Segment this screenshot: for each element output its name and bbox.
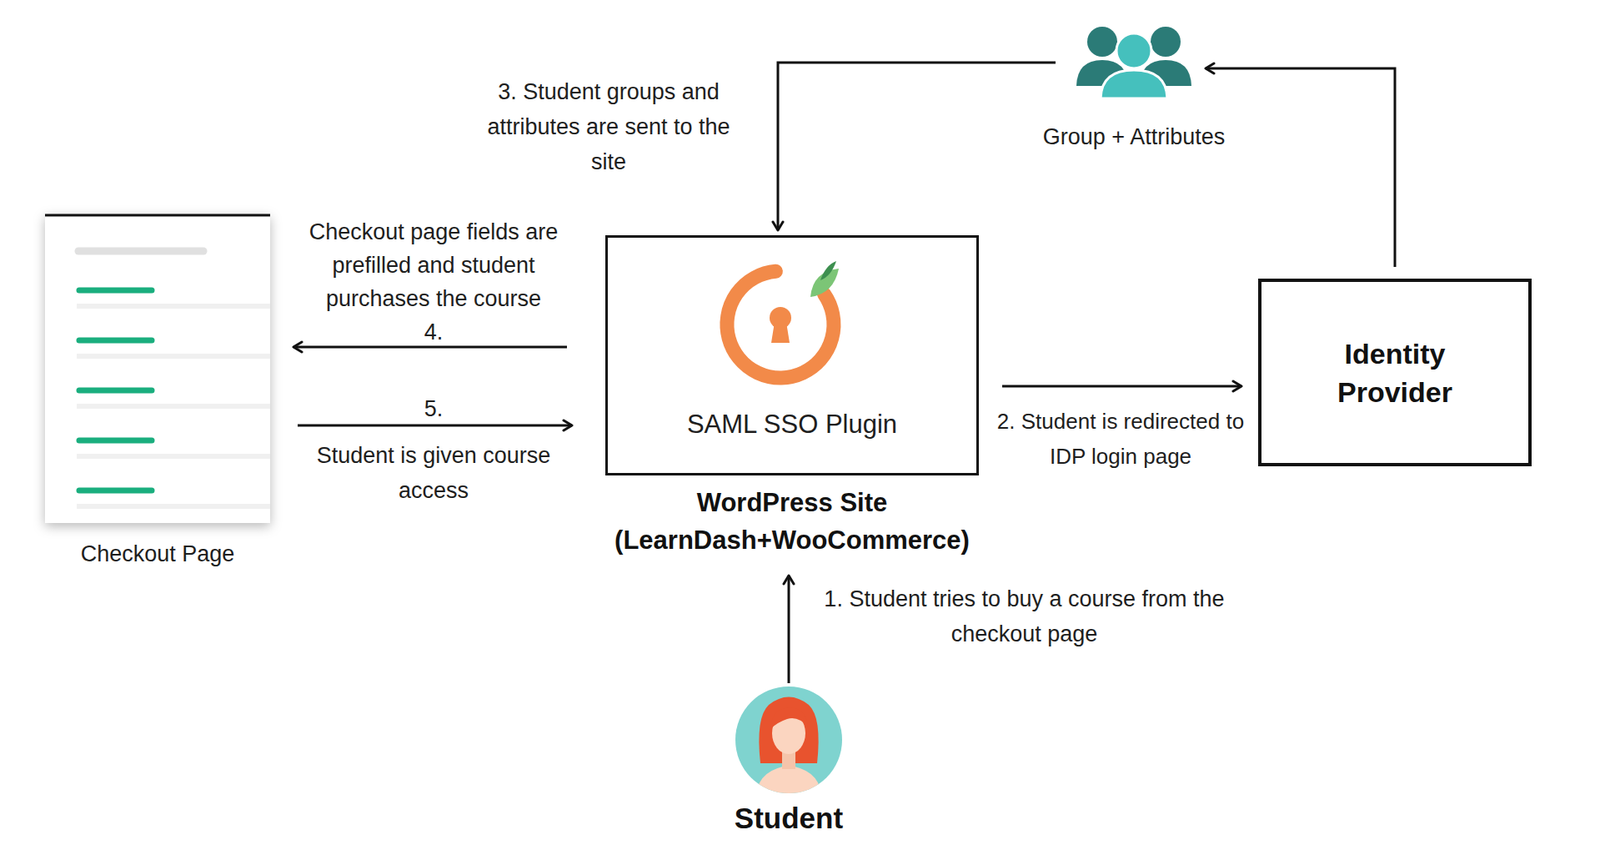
edge-label: 2. Student is redirected to IDP login pa… [985,403,1256,474]
step-number: 4. [400,321,467,344]
flow-arrow [297,424,572,427]
node-label: Group + Attributes [1025,122,1243,151]
flow-arrow [1002,385,1242,388]
sso-plugin: SAML SSO PluginWordPress Site (LearnDash… [605,235,979,559]
flow-arrow [787,575,791,683]
people-icon [1076,26,1192,99]
flow-arrow [293,346,567,349]
node-label: Student [722,800,856,836]
step-number: 5. [400,397,467,421]
node-heading: WordPress Site (LearnDash+WooCommerce) [563,483,1021,559]
checkout-sheet [45,214,271,523]
step-note: Student is given course access [291,437,576,508]
flow-arrow [777,62,1056,231]
plugin-box: SAML SSO Plugin [605,235,979,476]
identity-provider: Identity Provider [1258,278,1532,467]
group-attributes: Group + Attributes [1025,23,1243,151]
flow-arrow [1205,68,1395,267]
edge-label: 3. Student groups and attributes are sen… [471,74,747,180]
student-avatar [735,686,843,797]
node-title: Identity Provider [1311,334,1479,412]
student: Student [722,686,856,836]
plugin-logo [727,260,839,378]
node-title: SAML SSO Plugin [607,408,977,440]
checkout-page: Checkout Page [45,214,271,568]
edge-label: 1. Student tries to buy a course from th… [805,581,1244,652]
node-label: Checkout Page [45,539,271,568]
step-note: Checkout page fields are prefilled and s… [279,215,588,316]
